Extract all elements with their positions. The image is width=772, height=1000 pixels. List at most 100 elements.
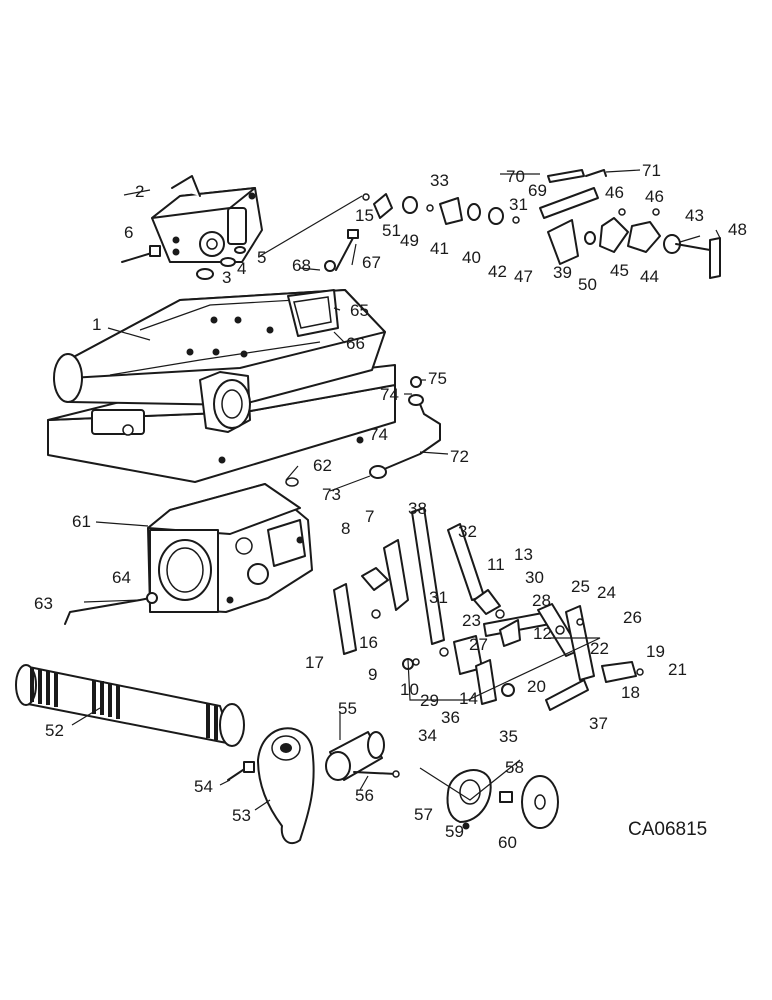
callout-75: 75 [428,369,447,388]
callout-1: 1 [92,315,101,334]
rod-part-63 [64,592,158,625]
callout-17: 17 [305,653,324,672]
valve-block-part-2 [151,175,263,263]
callout-46-b: 46 [645,187,664,206]
top-right-linkage [539,169,721,279]
callout-14: 14 [459,689,478,708]
callout-18: 18 [621,683,640,702]
callout-4: 4 [237,259,246,278]
callout-63: 63 [34,594,53,613]
callout-74-a: 74 [380,385,399,404]
callout-8: 8 [341,519,350,538]
callout-57: 57 [414,805,433,824]
callout-41: 41 [430,239,449,258]
callout-36: 36 [441,708,460,727]
callout-26: 26 [623,608,642,627]
callout-39: 39 [553,263,572,282]
callout-10: 10 [400,680,419,699]
callout-3: 3 [222,268,231,287]
callout-52: 52 [45,721,64,740]
leader-lines [71,169,721,811]
linkage-group-7-38 [333,507,644,711]
callout-16: 16 [359,633,378,652]
callout-68: 68 [292,256,311,275]
callout-65: 65 [350,301,369,320]
fittings-3-6 [121,245,246,280]
callout-44: 44 [640,267,659,286]
callout-25: 25 [571,577,590,596]
callout-43: 43 [685,206,704,225]
lower-housing-part-61 [147,483,313,613]
callout-7: 7 [365,507,374,526]
drawing-code: CA06815 [628,819,707,840]
callout-38: 38 [408,499,427,518]
bracket-part-57 [446,769,492,823]
callout-21: 21 [668,660,687,679]
callout-53: 53 [232,806,251,825]
callout-54: 54 [194,777,213,796]
callout-23: 23 [462,611,481,630]
callout-35: 35 [499,727,518,746]
housing-part-1 [47,289,396,483]
callout-60: 60 [498,833,517,852]
callout-37: 37 [589,714,608,733]
callout-51: 51 [382,221,401,240]
arm-part-53 [257,727,315,845]
callout-28: 28 [532,591,551,610]
callout-34: 34 [418,726,437,745]
callout-49: 49 [400,231,419,250]
tube-parts-72-75 [285,376,441,487]
callout-29: 29 [420,691,439,710]
callout-27: 27 [469,635,488,654]
top-row-parts [362,193,520,225]
callout-40: 40 [462,248,481,267]
shaft-part-52 [15,664,245,747]
callout-31-low: 31 [429,588,448,607]
callout-67: 67 [362,253,381,272]
key-part-58 [499,791,513,803]
callout-13: 13 [514,545,533,564]
callout-55: 55 [338,699,357,718]
callout-2: 2 [135,182,144,201]
pin-part-55 [325,731,385,781]
screw-part-59 [462,822,470,830]
callout-64: 64 [112,568,131,587]
callout-6: 6 [124,223,133,242]
callout-30: 30 [525,568,544,587]
callout-45: 45 [610,261,629,280]
callout-47: 47 [514,267,533,286]
callout-48: 48 [728,220,747,239]
callout-73: 73 [322,485,341,504]
callout-15: 15 [355,206,374,225]
callout-74-b: 74 [369,425,388,444]
callout-31-top: 31 [509,195,528,214]
callout-61: 61 [72,512,91,531]
callout-59: 59 [445,822,464,841]
callout-11: 11 [487,555,505,574]
callout-9: 9 [368,665,377,684]
callout-5: 5 [257,248,266,267]
washer-part-60 [521,775,559,829]
callout-20: 20 [527,677,546,696]
callout-33: 33 [430,171,449,190]
callout-62: 62 [313,456,332,475]
screw-part-67 [324,229,359,272]
callout-24: 24 [597,583,616,602]
rod-part-56 [353,770,400,778]
callout-58: 58 [505,758,524,777]
callouts: 2 6 5 4 3 1 15 51 49 33 41 40 42 47 70 7… [34,161,747,852]
callout-42: 42 [488,262,507,281]
callout-69: 69 [528,181,547,200]
callout-50: 50 [578,275,597,294]
callout-70: 70 [506,167,525,186]
callout-19: 19 [646,642,665,661]
callout-71: 71 [642,161,661,180]
callout-66: 66 [346,334,365,353]
callout-46-a: 46 [605,183,624,202]
bolt-part-54 [227,761,255,781]
callout-32: 32 [458,522,477,541]
callout-72: 72 [450,447,469,466]
cover-part-65 [287,289,339,337]
callout-56: 56 [355,786,374,805]
